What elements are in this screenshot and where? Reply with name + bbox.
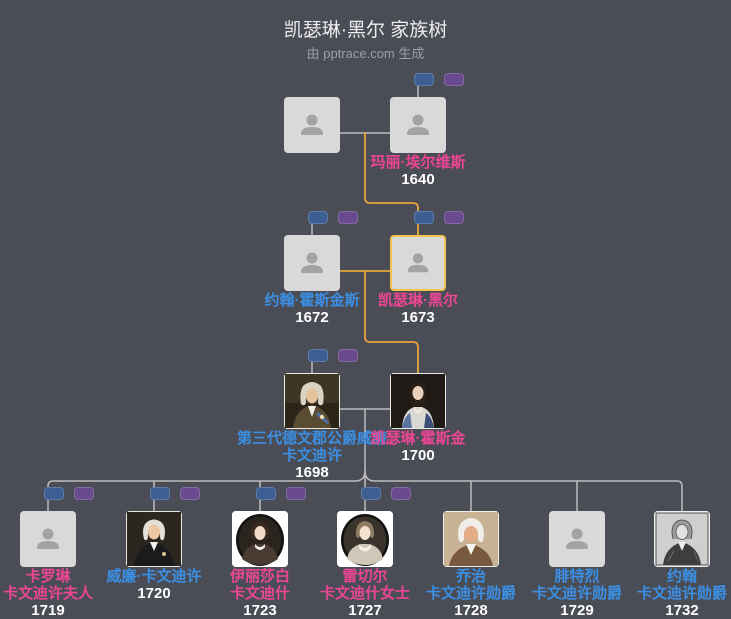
person-card[interactable] (284, 373, 340, 429)
person-label: 卡罗琳 卡文迪许夫人 1719 (3, 568, 93, 619)
birth-year: 1723 (243, 602, 277, 619)
person-card[interactable] (390, 97, 446, 153)
portrait-photo (443, 511, 499, 567)
person-placeholder-icon (566, 528, 588, 549)
expand-mother-button[interactable] (74, 487, 94, 500)
person-card[interactable] (284, 235, 340, 291)
person-name: 凯瑟琳·霍斯金 (370, 430, 466, 447)
person-name: 约翰·霍斯金斯 (264, 292, 360, 309)
person-label: 伊丽莎白 卡文迪什 1723 (230, 568, 290, 619)
expand-mother-button[interactable] (444, 211, 464, 224)
expand-father-button[interactable] (256, 487, 276, 500)
birth-year: 1732 (665, 602, 699, 619)
person-card[interactable] (337, 511, 393, 567)
person-label: 凯瑟琳·霍斯金 1700 (371, 430, 466, 464)
children-connector (364, 470, 683, 512)
person-name: 雷切尔 (342, 568, 388, 585)
birth-year: 1673 (401, 309, 435, 326)
birth-year: 1700 (401, 447, 435, 464)
person-label: 玛丽·埃尔维斯 1640 (371, 154, 466, 188)
person-label: 腓特烈 卡文迪许勋爵 1729 (532, 568, 622, 619)
person-name: 卡文迪许勋爵 (531, 585, 623, 602)
person-name: 卡文迪什女士 (319, 585, 411, 602)
person-label: 威廉·卡文迪许 1720 (107, 568, 202, 602)
portrait-photo (337, 511, 393, 567)
person-card[interactable] (284, 97, 340, 153)
portrait-photo (284, 373, 340, 429)
person-label: 约翰 卡文迪许勋爵 1732 (637, 568, 727, 619)
birth-year: 1640 (401, 171, 435, 188)
person-name: 卡文迪什 (229, 585, 291, 602)
portrait-photo (126, 511, 182, 567)
person-card[interactable] (20, 511, 76, 567)
birth-year: 1720 (137, 585, 171, 602)
expand-father-button[interactable] (308, 211, 328, 224)
person-name: 凯瑟琳·黑尔 (378, 292, 458, 309)
person-name: 威廉·卡文迪许 (106, 568, 202, 585)
expand-mother-button[interactable] (338, 349, 358, 362)
person-name: 约翰 (666, 568, 698, 585)
descent-connector (364, 270, 419, 374)
expand-mother-button[interactable] (338, 211, 358, 224)
person-card[interactable] (232, 511, 288, 567)
birth-year: 1727 (348, 602, 382, 619)
person-placeholder-icon (301, 114, 323, 135)
person-placeholder-icon (407, 253, 429, 273)
portrait-photo (232, 511, 288, 567)
person-card[interactable] (654, 511, 710, 567)
portrait-photo (654, 511, 710, 567)
person-name: 卡文迪许勋爵 (636, 585, 728, 602)
birth-year: 1729 (560, 602, 594, 619)
expand-father-button[interactable] (414, 73, 434, 86)
expand-father-button[interactable] (414, 211, 434, 224)
birth-year: 1719 (31, 602, 65, 619)
expand-mother-button[interactable] (286, 487, 306, 500)
birth-year: 1672 (295, 309, 329, 326)
person-card[interactable] (549, 511, 605, 567)
person-label: 凯瑟琳·黑尔 1673 (378, 292, 458, 326)
person-name: 玛丽·埃尔维斯 (370, 154, 466, 171)
expand-mother-button[interactable] (180, 487, 200, 500)
person-label: 乔治 卡文迪许勋爵 1728 (426, 568, 516, 619)
birth-year: 1698 (295, 464, 329, 481)
expand-father-button[interactable] (44, 487, 64, 500)
person-label: 约翰·霍斯金斯 1672 (265, 292, 360, 326)
person-name: 卡文迪许夫人 (2, 585, 94, 602)
person-label: 雷切尔 卡文迪什女士 1727 (320, 568, 410, 619)
person-name: 乔治 (455, 568, 487, 585)
expand-mother-button[interactable] (391, 487, 411, 500)
generated-by-credit: 由 pptrace.com 生成 (306, 46, 425, 61)
children-connector (47, 470, 366, 512)
expand-father-button[interactable] (150, 487, 170, 500)
person-name: 伊丽莎白 (229, 568, 291, 585)
person-placeholder-icon (301, 252, 323, 273)
portrait-photo (390, 373, 446, 429)
expand-father-button[interactable] (361, 487, 381, 500)
person-placeholder-icon (407, 114, 429, 135)
expand-father-button[interactable] (308, 349, 328, 362)
page-title: 凯瑟琳·黑尔 家族树 (283, 20, 448, 41)
person-name: 腓特烈 (554, 568, 600, 585)
person-card[interactable] (443, 511, 499, 567)
descent-connector (364, 132, 419, 236)
person-name: 第三代德文郡公爵威廉 (236, 430, 388, 447)
person-name: 卡文迪许 (281, 447, 343, 464)
person-name: 卡罗琳 (25, 568, 71, 585)
person-card[interactable] (126, 511, 182, 567)
birth-year: 1728 (454, 602, 488, 619)
person-card[interactable] (390, 373, 446, 429)
expand-mother-button[interactable] (444, 73, 464, 86)
person-label: 第三代德文郡公爵威廉 卡文迪许 1698 (237, 430, 387, 481)
person-name: 卡文迪许勋爵 (425, 585, 517, 602)
focus-person-card[interactable] (390, 235, 446, 291)
person-placeholder-icon (37, 528, 59, 549)
